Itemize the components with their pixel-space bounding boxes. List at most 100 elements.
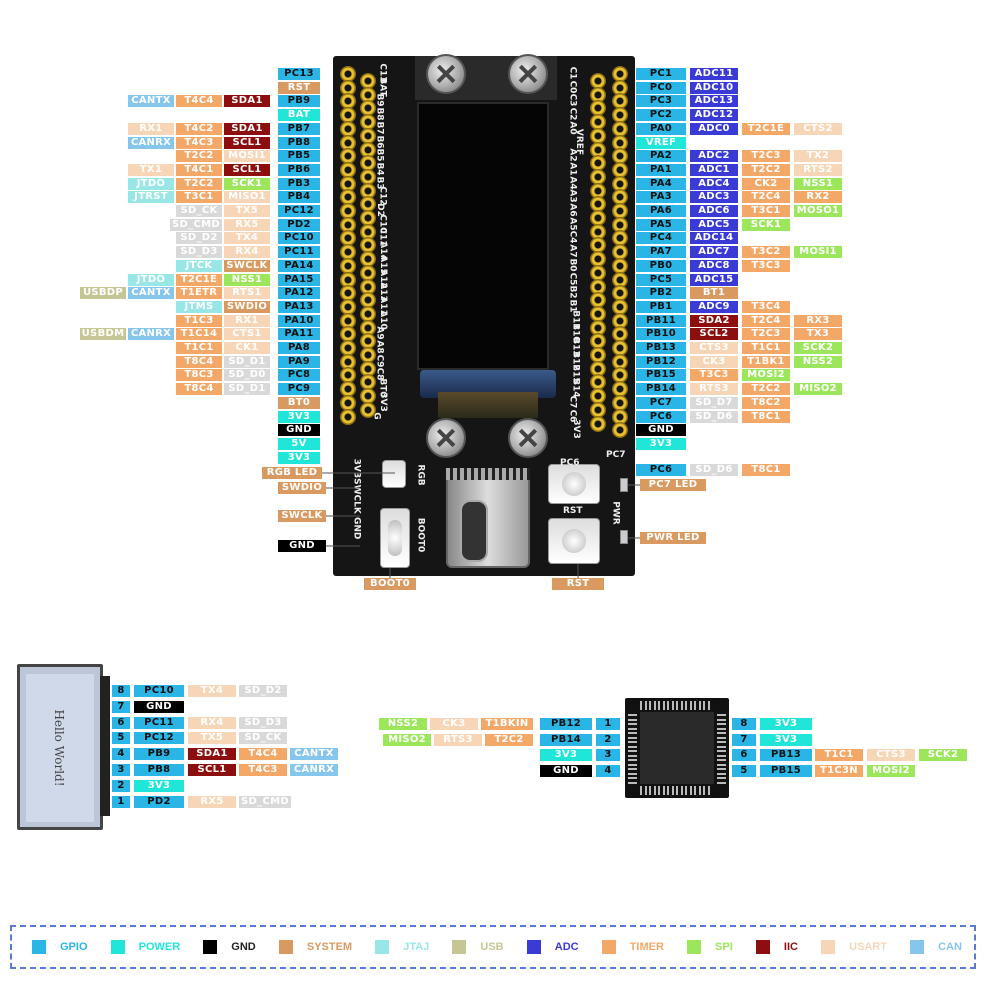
left-outer-hole <box>340 121 356 137</box>
right-func-t1bk1: T1BK1 <box>742 356 790 368</box>
chip-lead <box>667 786 669 795</box>
left-inner-hole <box>360 388 376 404</box>
right-inner-hole <box>590 388 606 404</box>
board-label-swdio: SWDIO <box>278 482 326 494</box>
chip-lead <box>698 701 701 710</box>
usb-c-port <box>460 500 488 562</box>
left-pin-pb5: PB5 <box>278 150 320 162</box>
left-pin-pb6: PB6 <box>278 164 320 176</box>
left-inner-hole <box>360 265 376 281</box>
right-func-cts2: CTS2 <box>794 123 842 135</box>
mcu-chip-body <box>640 712 714 784</box>
chip-lead <box>658 786 660 795</box>
silk-label: B0 <box>567 258 578 272</box>
left-pin-pb9: PB9 <box>278 95 320 107</box>
right-pin-pb14: PB14 <box>636 383 686 395</box>
chip-lead <box>707 701 710 710</box>
legend-item-system: SYSTEM <box>278 940 352 954</box>
silk-label: A1 <box>567 162 578 176</box>
left-func-t8c3: T8C3 <box>176 369 222 381</box>
left-func-sd_d0: SD_D0 <box>224 369 270 381</box>
chip-lead <box>649 701 651 710</box>
right-pin-pb1: PB1 <box>636 301 686 313</box>
right-pin-pc6: PC6 <box>636 411 686 423</box>
right-outer-hole <box>612 93 628 109</box>
left-inner-hole <box>360 73 376 89</box>
left-inner-hole <box>360 251 376 267</box>
left-func-cts1: CTS1 <box>224 328 270 340</box>
left-func-rx1: RX1 <box>128 123 174 135</box>
left-func-canrx: CANRX <box>128 137 174 149</box>
left-outer-hole <box>340 66 356 82</box>
left-outer-hole <box>340 367 356 383</box>
left-pin-bt0: BT0 <box>278 397 320 409</box>
left-func-t1c14: T1C14 <box>176 328 222 340</box>
silk-label: A8 <box>374 340 385 354</box>
left-inner-hole <box>360 224 376 240</box>
rgb-led-button[interactable] <box>382 460 406 488</box>
chip-pin-3v3: 3V3 <box>760 734 812 746</box>
chip-lead <box>689 701 692 710</box>
right-func-adc11: ADC11 <box>690 68 738 80</box>
right-inner-hole <box>590 183 606 199</box>
right-func-miso2: MISO2 <box>794 383 842 395</box>
left-func-sd_d3: SD_D3 <box>176 246 222 258</box>
lcd-pin-gnd: GND <box>134 701 184 713</box>
left-func-t4c4: T4C4 <box>176 95 222 107</box>
rst-button[interactable] <box>548 518 600 564</box>
legend-label: GPIO <box>60 941 88 953</box>
left-pin-pc13: PC13 <box>278 68 320 80</box>
silk-label: C2 <box>567 107 578 121</box>
left-inner-hole <box>360 347 376 363</box>
right-func-adc12: ADC12 <box>690 109 738 121</box>
chip-lead <box>658 701 660 710</box>
left-func-t2c1e: T2C1E <box>176 274 222 286</box>
lcd-func-sd_cmd: SD_CMD <box>239 796 291 808</box>
right-pin-pc5: PC5 <box>636 274 686 286</box>
right-pin-3v3: 3V3 <box>636 438 686 450</box>
pc6-button[interactable] <box>548 464 600 504</box>
left-inner-hole <box>360 210 376 226</box>
lcd-pin-num: 3 <box>112 764 130 776</box>
silk-label: B6 <box>374 135 385 149</box>
chip-lead <box>649 786 651 795</box>
right-inner-hole <box>590 128 606 144</box>
chip-pin-num: 7 <box>732 734 756 746</box>
silk-label: B2 <box>567 285 578 299</box>
right-outer-hole <box>612 176 628 192</box>
left-inner-hole <box>360 402 376 418</box>
silk-label: A9 <box>374 326 385 340</box>
legend-swatch <box>110 940 125 954</box>
right-inner-hole <box>590 196 606 212</box>
right-func-scl2: SCL2 <box>690 328 738 340</box>
left-func-usbdp: USBDP <box>80 287 126 299</box>
chip-lead <box>628 736 637 739</box>
right-inner-hole <box>590 402 606 418</box>
right-func-t3c3: T3C3 <box>690 369 738 381</box>
lcd-pin-3v3: 3V3 <box>134 780 184 792</box>
chip-lead <box>671 701 674 710</box>
left-func-usbdm: USBDM <box>80 328 126 340</box>
left-func-sd_d1: SD_D1 <box>224 383 270 395</box>
silk-label: C5 <box>567 272 578 286</box>
right-outer-hole <box>612 148 628 164</box>
left-func-t3c1: T3C1 <box>176 191 222 203</box>
chip-func-mosi2: MOSI2 <box>867 765 915 777</box>
right-inner-hole <box>590 292 606 308</box>
left-pin-3v3: 3V3 <box>278 411 320 423</box>
lcd-pin-num: 7 <box>112 701 130 713</box>
chip-lead <box>628 777 637 779</box>
right-pin-pc2: PC2 <box>636 109 686 121</box>
right-func-rts3: RTS3 <box>690 383 738 395</box>
silk-label: A6 <box>567 203 578 217</box>
right-inner-hole <box>590 374 606 390</box>
right-func-ck2: CK2 <box>742 178 790 190</box>
right-pin-pa5: PA5 <box>636 219 686 231</box>
right-func-adc0: ADC0 <box>690 123 738 135</box>
right-pin-pc0: PC0 <box>636 82 686 94</box>
boot0-button[interactable] <box>380 508 410 568</box>
screw-icon <box>426 54 466 94</box>
right-outer-hole <box>612 313 628 329</box>
left-func-jtms: JTMS <box>176 301 222 313</box>
